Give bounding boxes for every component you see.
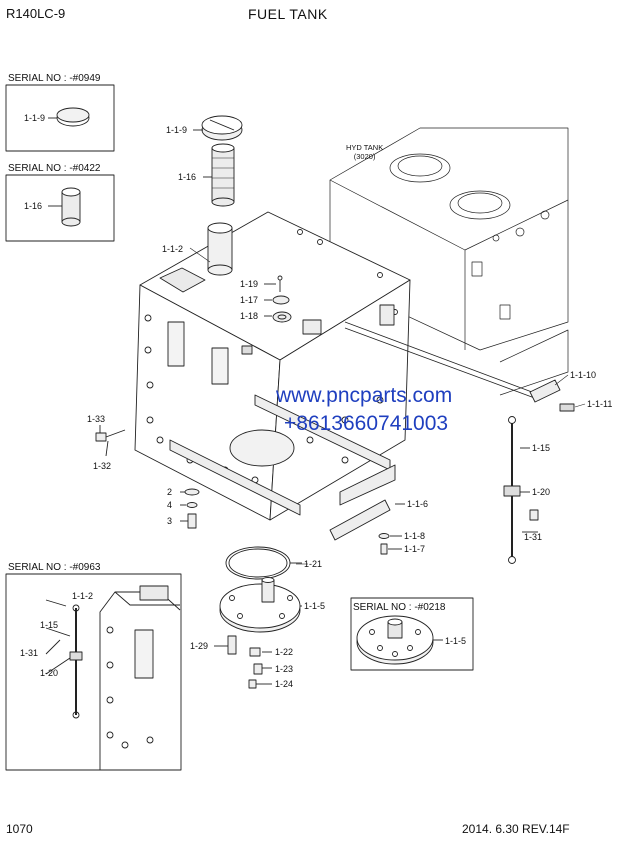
callout-1-31: 1-31 bbox=[524, 532, 543, 542]
fuel-tank-body bbox=[134, 211, 575, 541]
serial-label-0963: SERIAL NO : -#0963 bbox=[8, 562, 101, 573]
leader-lines bbox=[189, 247, 586, 565]
callout-2: 2 bbox=[167, 487, 173, 497]
callout-1-24: 1-24 bbox=[275, 679, 294, 689]
callout-3: 3 bbox=[167, 516, 173, 526]
callout-1-18: 1-18 bbox=[240, 311, 259, 321]
callout-1-20: 1-20 bbox=[532, 487, 551, 497]
bracket-bolts bbox=[378, 503, 405, 555]
callout-1-1-7: 1-1-7 bbox=[404, 544, 426, 554]
callout-4: 4 bbox=[167, 500, 173, 510]
callout-box0963-1-20: 1-20 bbox=[40, 668, 59, 678]
callout-1-1-6: 1-1-6 bbox=[407, 499, 429, 509]
fuel-cap bbox=[193, 115, 243, 141]
hyd-tank-label: HYD TANK (3020) bbox=[346, 143, 383, 161]
callout-1-23: 1-23 bbox=[275, 664, 294, 674]
serial-label-0218: SERIAL NO : -#0218 bbox=[353, 602, 446, 613]
callout-1-15: 1-15 bbox=[532, 443, 551, 453]
callout-1-1-2: 1-1-2 bbox=[162, 244, 184, 254]
serial-label-0949: SERIAL NO : -#0949 bbox=[8, 73, 101, 84]
callout-1-29: 1-29 bbox=[190, 641, 209, 651]
callout-1-1-8: 1-1-8 bbox=[404, 531, 426, 541]
callout-1-1-10: 1-1-10 bbox=[570, 370, 597, 380]
callout-box0963-1-15: 1-15 bbox=[40, 620, 59, 630]
page-title: FUEL TANK bbox=[248, 6, 328, 22]
strainer bbox=[203, 143, 235, 207]
callout-1-16: 1-16 bbox=[178, 172, 197, 182]
callout-1-1-5: 1-1-5 bbox=[304, 601, 326, 611]
callout-box0218-1-1-5: 1-1-5 bbox=[445, 636, 467, 646]
serial-box-0963 bbox=[5, 573, 182, 771]
drain-fittings bbox=[214, 635, 272, 689]
page-number: 1070 bbox=[6, 822, 33, 836]
callout-box0422-1-16: 1-16 bbox=[24, 201, 43, 211]
callout-1-1-9: 1-1-9 bbox=[166, 125, 188, 135]
callout-box0963-1-31: 1-31 bbox=[20, 648, 39, 658]
callout-1-22: 1-22 bbox=[275, 647, 294, 657]
drain-parts bbox=[180, 488, 200, 529]
callout-1-1-11: 1-1-11 bbox=[587, 399, 613, 409]
serial-box-0949 bbox=[5, 84, 115, 152]
watermark-url: www.pncparts.com bbox=[276, 384, 453, 407]
callout-1-17: 1-17 bbox=[240, 295, 259, 305]
callout-box0963-1-1-2: 1-1-2 bbox=[72, 591, 94, 601]
callout-1-19: 1-19 bbox=[240, 279, 259, 289]
bottom-flange bbox=[219, 546, 302, 633]
side-fitting bbox=[95, 425, 126, 457]
level-gauge bbox=[503, 416, 539, 564]
serial-box-0218 bbox=[350, 597, 474, 671]
model-code: R140LC-9 bbox=[6, 6, 66, 21]
callout-box0949-1-1-9: 1-1-9 bbox=[24, 113, 46, 123]
callout-1-33: 1-33 bbox=[87, 414, 106, 424]
watermark-phone: +8613660741003 bbox=[284, 412, 449, 435]
breather-fittings bbox=[264, 275, 292, 323]
revision-date: 2014. 6.30 REV.14F bbox=[462, 822, 570, 836]
callout-1-21: 1-21 bbox=[304, 559, 323, 569]
hyd-tank-name: HYD TANK bbox=[346, 143, 384, 152]
callout-1-32: 1-32 bbox=[93, 461, 112, 471]
serial-box-0422 bbox=[5, 174, 115, 242]
hyd-tank-number: (3020) bbox=[353, 152, 376, 161]
serial-label-0422: SERIAL NO : -#0422 bbox=[8, 163, 101, 174]
